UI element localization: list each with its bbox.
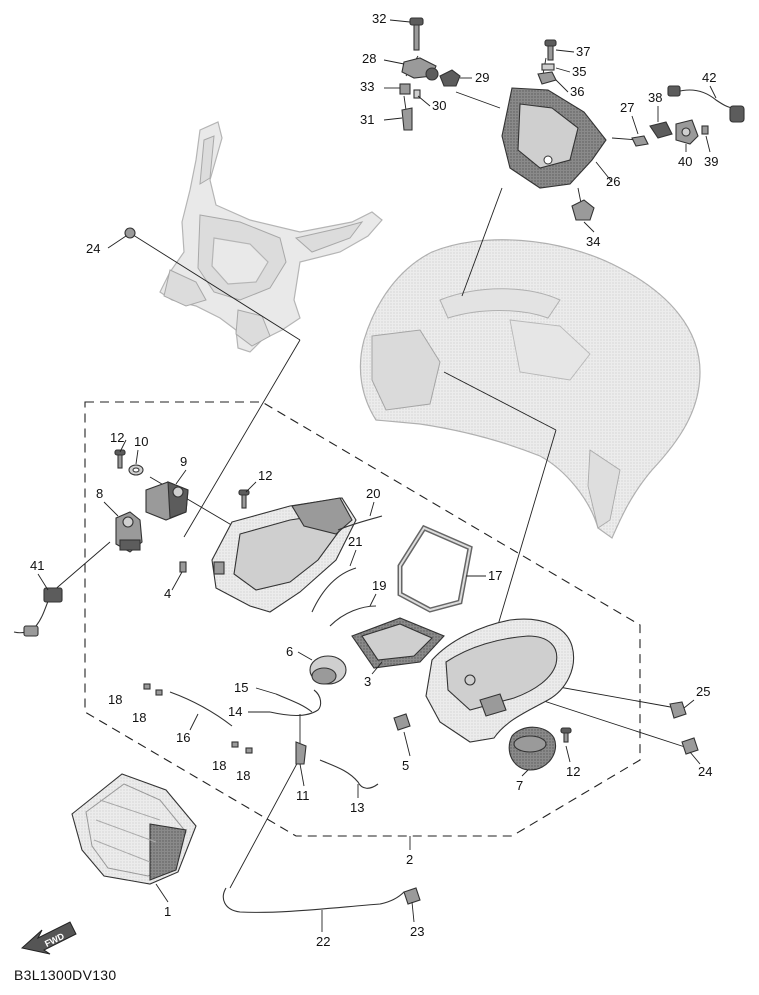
callout-36: 36 xyxy=(570,84,584,99)
callout-6: 6 xyxy=(286,644,293,659)
callout-11: 11 xyxy=(296,788,310,803)
bolt-32 xyxy=(413,23,420,51)
cord-16 xyxy=(169,691,233,727)
joint-23 xyxy=(403,887,421,905)
callout-41: 41 xyxy=(30,558,44,573)
seal-20 xyxy=(337,515,383,531)
clip-27 xyxy=(631,135,649,147)
bolt-12-b xyxy=(241,493,247,509)
frame-ghost xyxy=(159,121,383,353)
callout-18-d: 18 xyxy=(236,768,250,783)
callout-31: 31 xyxy=(360,112,374,127)
callout-37: 37 xyxy=(576,44,590,59)
callout-18-a: 18 xyxy=(108,692,122,707)
callout-18-c: 18 xyxy=(212,758,226,773)
callout-17: 17 xyxy=(488,568,502,583)
seal-21 xyxy=(311,567,357,613)
callout-18-b: 18 xyxy=(132,710,146,725)
clip-39 xyxy=(701,125,709,135)
bolt-24-upper xyxy=(124,227,136,239)
callout-21: 21 xyxy=(348,534,362,549)
hose-22-group xyxy=(222,887,421,913)
upper-fairing-ghost xyxy=(359,239,701,539)
callout-38: 38 xyxy=(648,90,662,105)
bracket-bolt-group xyxy=(399,17,461,131)
callout-29: 29 xyxy=(475,70,489,85)
duct-panel xyxy=(179,489,383,627)
lead-42 xyxy=(675,89,735,109)
hose-15 xyxy=(275,693,313,713)
clip-18-a xyxy=(143,683,151,690)
callout-23: 23 xyxy=(410,924,424,939)
callout-26: 26 xyxy=(606,174,620,189)
callout-33: 33 xyxy=(360,79,374,94)
callout-4: 4 xyxy=(164,586,171,601)
callout-12-b: 12 xyxy=(258,468,272,483)
upper-bracket-group xyxy=(501,39,607,221)
hose-22 xyxy=(222,887,405,913)
callout-34: 34 xyxy=(586,234,600,249)
callout-15: 15 xyxy=(234,680,248,695)
callout-30: 30 xyxy=(432,98,446,113)
callout-10: 10 xyxy=(134,434,148,449)
callout-32: 32 xyxy=(372,11,386,26)
bolt-24-lower xyxy=(681,737,699,755)
bolt-25 xyxy=(669,701,687,719)
nut-34 xyxy=(571,199,595,221)
callout-39: 39 xyxy=(704,154,718,169)
callout-40: 40 xyxy=(678,154,692,169)
callout-28: 28 xyxy=(362,51,376,66)
callout-7: 7 xyxy=(516,778,523,793)
callout-1: 1 xyxy=(164,904,171,919)
callout-35: 35 xyxy=(572,64,586,79)
collar-35 xyxy=(541,63,555,71)
callout-12-c: 12 xyxy=(566,764,580,779)
callout-5: 5 xyxy=(402,758,409,773)
callout-3: 3 xyxy=(364,674,371,689)
clip-5 xyxy=(393,713,411,731)
hose-13 xyxy=(319,759,379,789)
pipe-14 xyxy=(269,689,322,717)
grommet-29 xyxy=(439,69,461,87)
callout-16: 16 xyxy=(176,730,190,745)
seal-19 xyxy=(329,605,377,627)
clip-18-d xyxy=(245,747,253,754)
nut-36 xyxy=(537,71,557,85)
callout-25: 25 xyxy=(696,684,710,699)
under-cover-1 xyxy=(71,773,197,885)
clip-11 xyxy=(295,741,307,765)
nut-33 xyxy=(399,83,411,95)
clip-18-c xyxy=(231,741,239,748)
callout-20: 20 xyxy=(366,486,380,501)
collar-30 xyxy=(413,89,421,99)
callout-13: 13 xyxy=(350,800,364,815)
filter-frame-17 xyxy=(397,524,473,613)
callout-14: 14 xyxy=(228,704,242,719)
assembly-2-boundary xyxy=(84,401,641,837)
callout-24-lower: 24 xyxy=(698,764,712,779)
sensor-group xyxy=(631,85,745,147)
callout-2: 2 xyxy=(406,852,413,867)
bolt-31 xyxy=(401,107,413,131)
bracket-38 xyxy=(649,121,673,139)
diagram-code: B3L1300DV130 xyxy=(14,967,116,983)
left-components xyxy=(13,449,189,637)
clip-18-b xyxy=(155,689,163,696)
callout-19: 19 xyxy=(372,578,386,593)
callout-27: 27 xyxy=(620,100,634,115)
bolt-12-a xyxy=(117,453,123,469)
air-box xyxy=(393,618,699,771)
callout-9: 9 xyxy=(180,454,187,469)
screw-4 xyxy=(179,561,187,573)
callout-42: 42 xyxy=(702,70,716,85)
callout-24-upper: 24 xyxy=(86,241,100,256)
callout-12-a: 12 xyxy=(110,430,124,445)
fwd-arrow-icon: FWD xyxy=(20,921,77,955)
label-ticks xyxy=(37,19,717,932)
lower-duct-parts xyxy=(143,617,445,789)
callout-8: 8 xyxy=(96,486,103,501)
callout-22: 22 xyxy=(316,934,330,949)
callout-labels: 32 28 33 30 31 29 37 35 36 42 27 38 40 3… xyxy=(30,11,718,949)
